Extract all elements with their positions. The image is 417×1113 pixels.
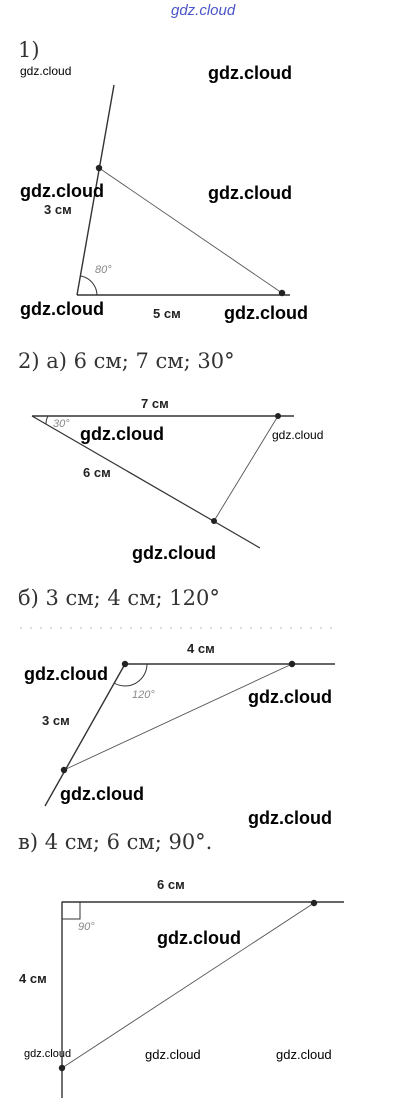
label-side-3cm: 3 см — [44, 202, 72, 217]
right-angle-mark — [61, 901, 81, 920]
label-side-3cm: 3 см — [42, 713, 70, 728]
heading-2b: б) 3 см; 4 см; 120° — [18, 586, 220, 610]
watermark: gdz.cloud — [20, 299, 104, 319]
watermark: gdz.cloud — [60, 784, 144, 804]
watermark: gdz.cloud — [272, 428, 324, 442]
watermark-top: gdz.cloud — [171, 2, 236, 19]
heading-2v: в) 4 см; 6 см; 90°. — [18, 830, 213, 854]
watermark: gdz.cloud — [20, 64, 72, 78]
watermark: gdz.cloud — [276, 1047, 332, 1062]
watermark: gdz.cloud — [248, 687, 332, 707]
heading-2a: 2) а) 6 см; 7 см; 30° — [18, 349, 235, 373]
side-2b-third — [63, 663, 293, 771]
watermark: gdz.cloud — [80, 424, 164, 444]
label-side-5cm: 5 см — [153, 306, 181, 321]
watermark: gdz.cloud — [145, 1047, 201, 1062]
label-side-7cm: 7 см — [141, 396, 169, 411]
watermark: gdz.cloud — [208, 63, 292, 83]
side-1-third — [98, 167, 283, 294]
label-side-4cm: 4 см — [187, 641, 215, 656]
watermark: gdz.cloud — [24, 1048, 72, 1060]
vertex-2v-bottom — [58, 1064, 66, 1072]
label-side-6cm: 6 см — [157, 877, 185, 892]
label-side-4cm: 4 см — [19, 971, 47, 986]
triangle-2v — [58, 899, 344, 1098]
angle-arc-2a — [45, 415, 49, 425]
watermark: gdz.cloud — [20, 181, 104, 201]
watermark: gdz.cloud — [157, 928, 241, 948]
label-angle-120: 120° — [132, 689, 155, 701]
vertex-2b-right — [288, 660, 296, 668]
triangle-1 — [76, 84, 290, 297]
watermark: gdz.cloud — [132, 543, 216, 563]
vertex-2a-bottom — [211, 518, 217, 524]
vertex-2v-right — [310, 899, 318, 907]
watermark: gdz.cloud — [224, 303, 308, 323]
watermark: gdz.cloud — [248, 808, 332, 828]
vertex-1-top — [95, 164, 103, 172]
side-2v-hypotenuse — [61, 902, 315, 1069]
triangle-2b — [44, 660, 335, 807]
vertex-2b-top — [121, 660, 129, 668]
label-angle-30: 30° — [53, 418, 70, 430]
label-angle-80: 80° — [95, 264, 112, 276]
vertex-2b-bottom — [60, 766, 68, 774]
watermark: gdz.cloud — [208, 183, 292, 203]
side-2a-third — [213, 415, 279, 522]
watermark: gdz.cloud — [24, 664, 108, 684]
ray-1-slanted — [76, 84, 115, 296]
vertex-1-right — [278, 289, 286, 297]
heading-1: 1) — [18, 38, 40, 62]
label-side-6cm: 6 см — [83, 465, 111, 480]
ray-2a-lower — [31, 415, 261, 549]
vertex-2a-right — [275, 413, 281, 419]
label-angle-90: 90° — [78, 921, 95, 933]
triangle-2a — [31, 413, 294, 549]
ray-2b-slanted — [44, 663, 126, 807]
angle-arc-2b — [113, 663, 148, 687]
angle-arc-1 — [80, 275, 98, 296]
